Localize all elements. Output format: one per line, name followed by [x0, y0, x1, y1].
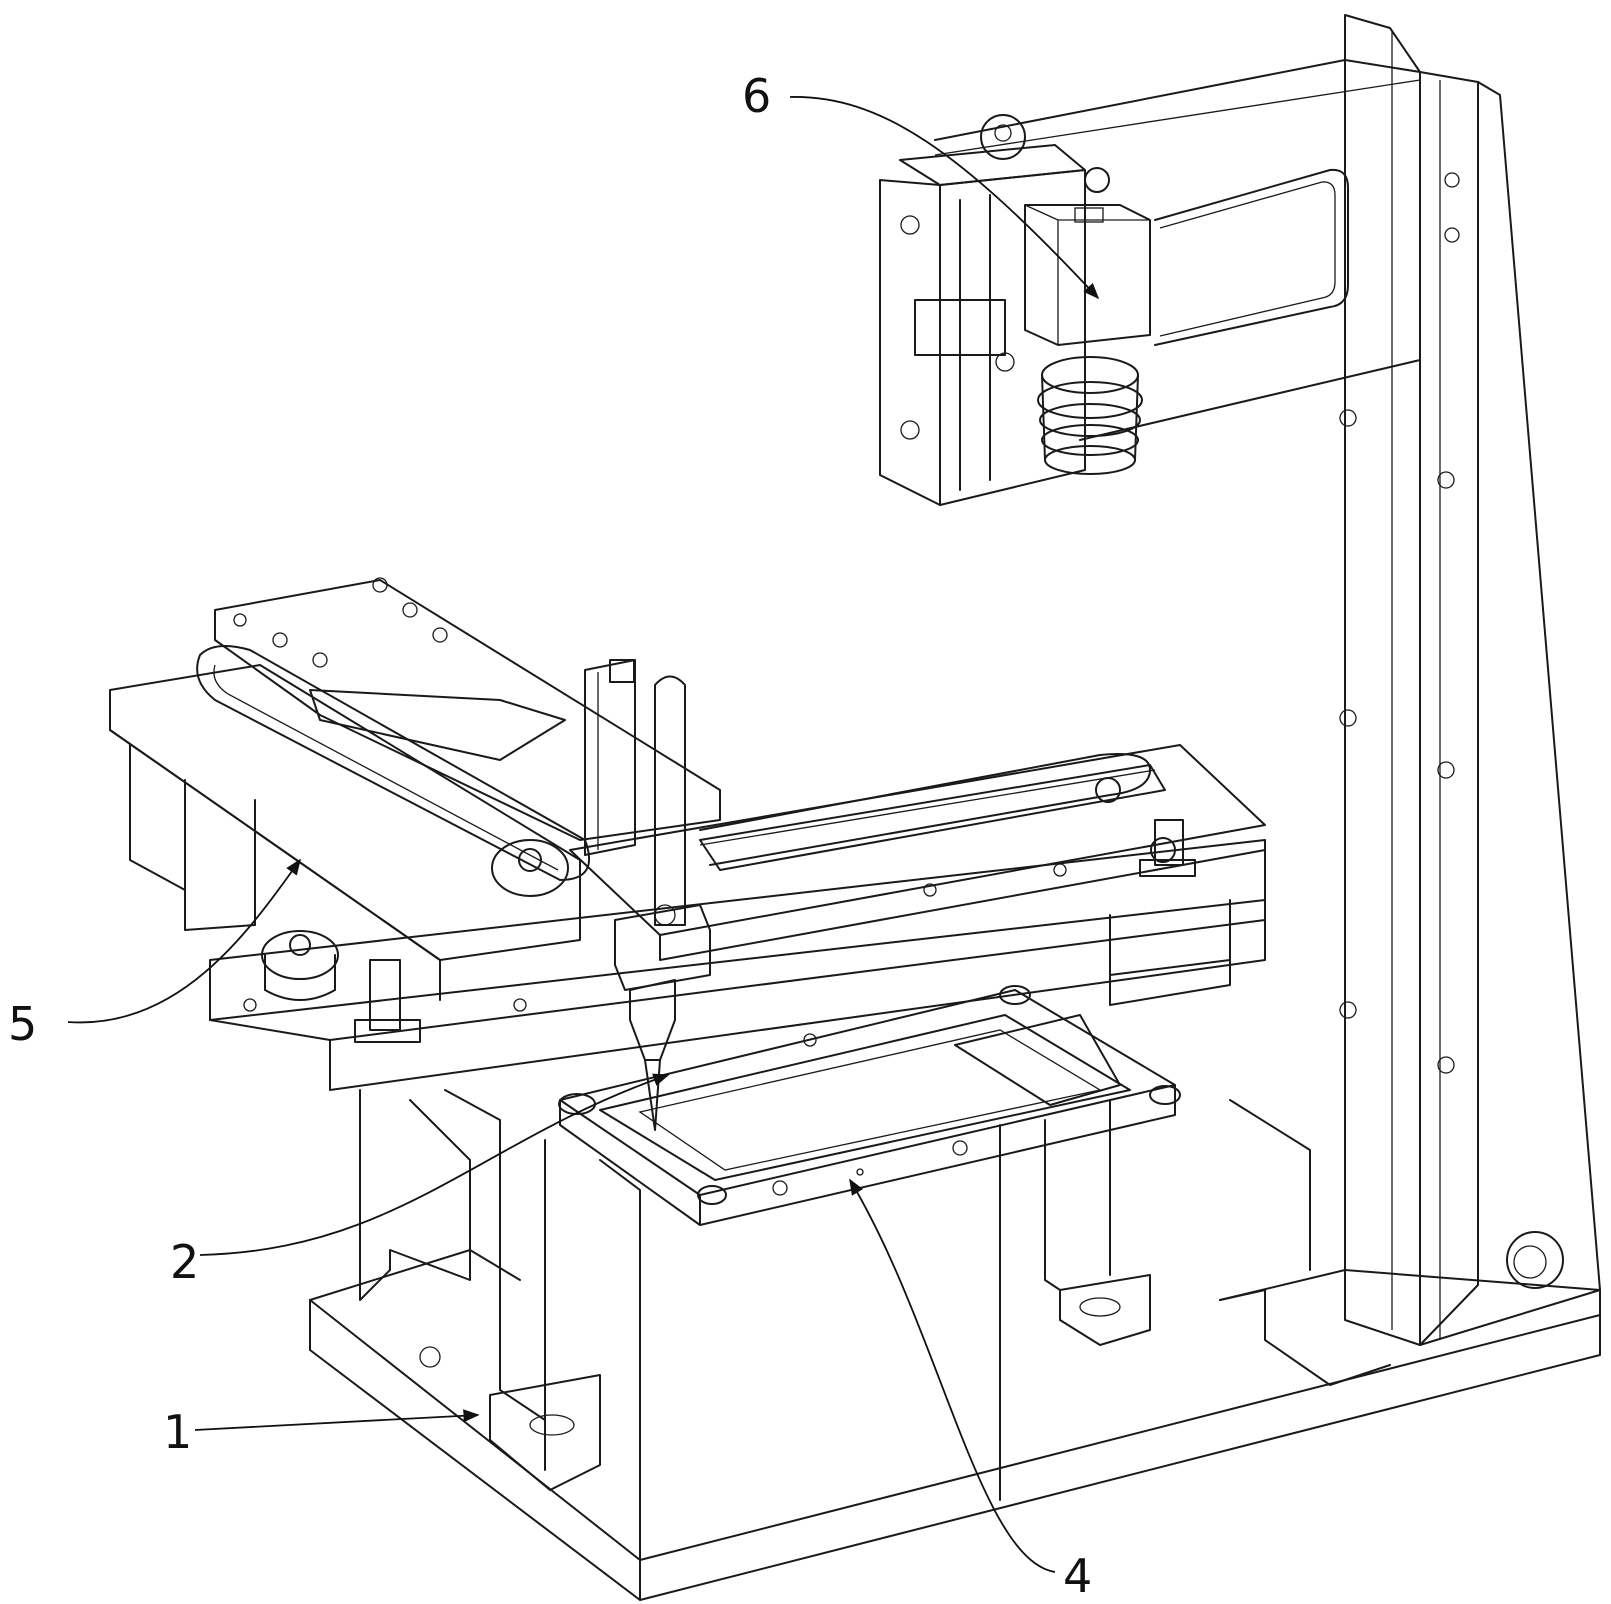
leader-4 [849, 1178, 1056, 1573]
callout-label-6: 6 [742, 69, 771, 123]
callout-label-1: 1 [163, 1405, 192, 1459]
leader-2 [199, 1073, 670, 1256]
upright-column [1339, 14, 1601, 1346]
base-frame [309, 1089, 1601, 1601]
leader-1 [194, 1409, 480, 1431]
linear-module [109, 577, 1266, 1091]
camera-bracket-arm [934, 59, 1421, 441]
dispensing-nozzle [584, 659, 711, 1131]
leader-5 [67, 858, 301, 1024]
callout-label-2: 2 [170, 1235, 199, 1289]
camera-assembly [879, 114, 1151, 506]
callout-leaders [67, 96, 1100, 1573]
callout-label-4: 4 [1063, 1549, 1092, 1603]
leader-6 [789, 96, 1100, 300]
work-fixture [558, 985, 1181, 1226]
callout-label-5: 5 [8, 997, 37, 1051]
